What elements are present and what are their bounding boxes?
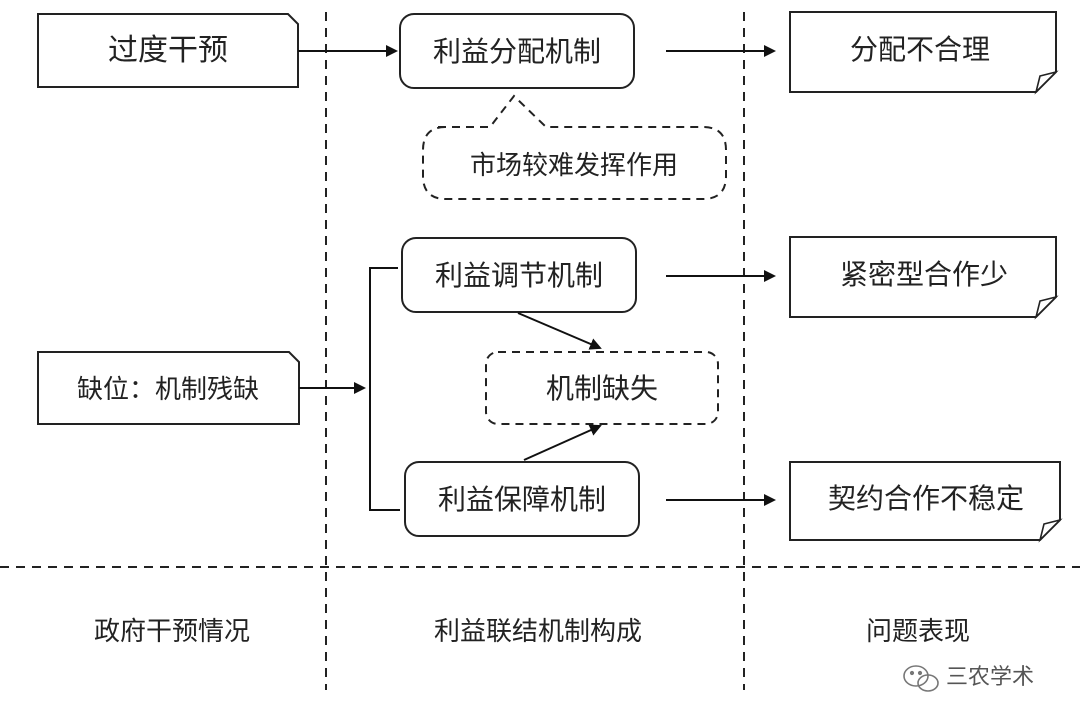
arrow-guarantee-to-missing <box>523 424 602 461</box>
box-missing: 机制缺失 <box>485 351 719 425</box>
left-box-top-label: 过度干预 <box>108 33 228 68</box>
box-regulation-label: 利益调节机制 <box>435 259 603 292</box>
left-box-bottom-label: 缺位：机制残缺 <box>77 375 259 405</box>
wechat-icon <box>903 665 939 692</box>
left-box-top: 过度干预 <box>37 13 299 88</box>
box-regulation: 利益调节机制 <box>401 237 637 313</box>
watermark: 三农学术 <box>903 665 1034 692</box>
column-footer-left: 政府干预情况 <box>94 617 250 647</box>
box-guarantee: 利益保障机制 <box>404 461 640 537</box>
box-guarantee-label: 利益保障机制 <box>438 483 606 516</box>
note-3-label: 契约合作不稳定 <box>828 482 1024 515</box>
column-footer-right: 问题表现 <box>866 617 970 647</box>
box-distribution-label: 利益分配机制 <box>433 35 601 68</box>
left-box-bottom: 缺位：机制残缺 <box>37 351 300 425</box>
note-1: 分配不合理 <box>789 11 1059 95</box>
bracket-connector <box>369 267 400 511</box>
box-distribution: 利益分配机制 <box>399 13 635 89</box>
note-2-label: 紧密型合作少 <box>840 258 1008 291</box>
watermark-text: 三农学术 <box>946 665 1034 690</box>
note-3: 契约合作不稳定 <box>789 461 1063 543</box>
callout-market: 市场较难发挥作用 <box>422 94 727 200</box>
arrow-regulation-to-missing <box>517 312 602 350</box>
box-missing-label: 机制缺失 <box>546 372 658 405</box>
column-footer-middle: 利益联结机制构成 <box>434 617 642 647</box>
note-2: 紧密型合作少 <box>789 236 1059 320</box>
callout-market-label: 市场较难发挥作用 <box>470 151 678 181</box>
note-1-label: 分配不合理 <box>850 33 990 66</box>
